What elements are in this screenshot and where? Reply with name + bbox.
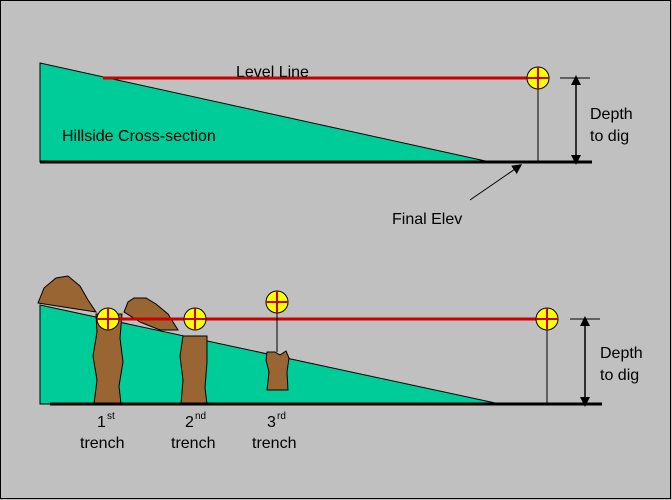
top-panel: Level Line Hillside Cross-section Depth … — [39, 62, 633, 228]
level-marker-icon-2 — [183, 307, 207, 331]
final-elev-label: Final Elev — [392, 211, 462, 228]
depth-label-2-line1: Depth — [600, 345, 643, 362]
trench-1-suffix: st — [107, 411, 115, 422]
trench-3-number: 3 — [267, 414, 276, 431]
level-marker-icon — [526, 66, 550, 90]
trench-3 — [265, 350, 290, 391]
trench-2 — [179, 335, 208, 405]
depth-label-line1: Depth — [590, 106, 633, 123]
level-marker-icon-3 — [265, 290, 289, 314]
depth-label-line2: to dig — [590, 128, 629, 145]
depth-label-2-line2: to dig — [600, 367, 639, 384]
trench-2-word: trench — [171, 435, 215, 452]
trench-3-suffix: rd — [277, 411, 286, 422]
soil-mound-left — [37, 275, 98, 313]
level-marker-icon-final — [535, 307, 559, 331]
final-elev-pointer — [469, 164, 523, 201]
level-line-label: Level Line — [236, 64, 309, 81]
bottom-panel: Depth to dig 1 st trench 2 nd trench 3 r… — [37, 275, 643, 452]
level-marker-icon-1 — [96, 307, 120, 331]
hillside-label: Hillside Cross-section — [62, 128, 216, 145]
soil-mound-middle — [123, 297, 179, 331]
trench-1-number: 1 — [97, 414, 106, 431]
trench-2-suffix: nd — [195, 411, 206, 422]
trench-2-number: 2 — [185, 414, 194, 431]
trench-3-word: trench — [252, 435, 296, 452]
trench-1-word: trench — [80, 435, 124, 452]
